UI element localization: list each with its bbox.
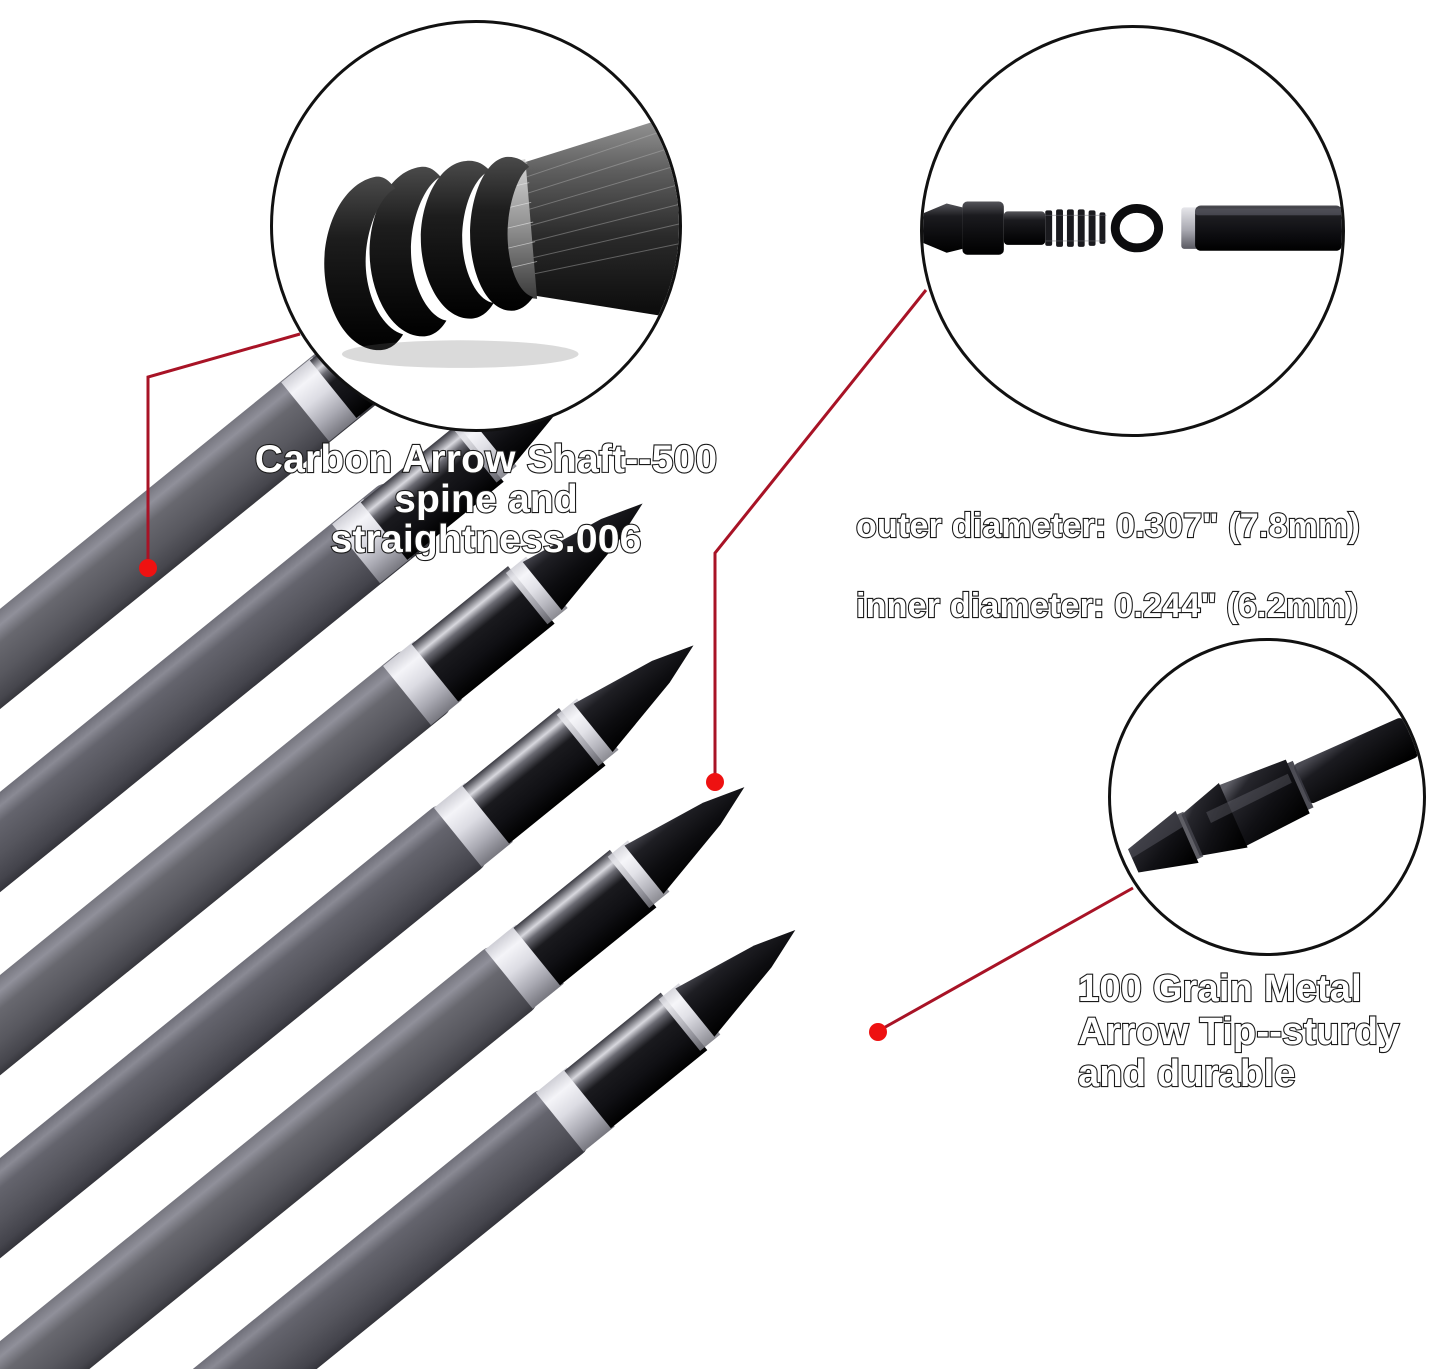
- label-inner-diameter: inner diameter: 0.244" (6.2mm): [855, 586, 1359, 626]
- arrow-unit: [0, 930, 796, 1369]
- arrow-unit: [0, 645, 694, 1369]
- arrow-point-icon: [1128, 718, 1418, 873]
- callout-circle-diameter: [920, 25, 1345, 437]
- callout-circle-carbon-shaft: [270, 20, 682, 432]
- carbon-weave-icon: [324, 113, 679, 368]
- callout-circle-arrow-tip: [1108, 638, 1426, 956]
- label-diameter-group: outer diameter: 0.307" (7.8mm) inner dia…: [855, 466, 1436, 667]
- arrow-unit: [0, 503, 643, 1369]
- insert-oring-icon: [923, 201, 1342, 255]
- arrow-unit: [0, 787, 745, 1369]
- label-carbon-shaft: Carbon Arrow Shaft--500 spine and straig…: [254, 438, 719, 561]
- label-metal-tip: 100 Grain Metal Arrow Tip--sturdy and du…: [1077, 967, 1400, 1096]
- label-outer-diameter: outer diameter: 0.307" (7.8mm): [855, 506, 1361, 546]
